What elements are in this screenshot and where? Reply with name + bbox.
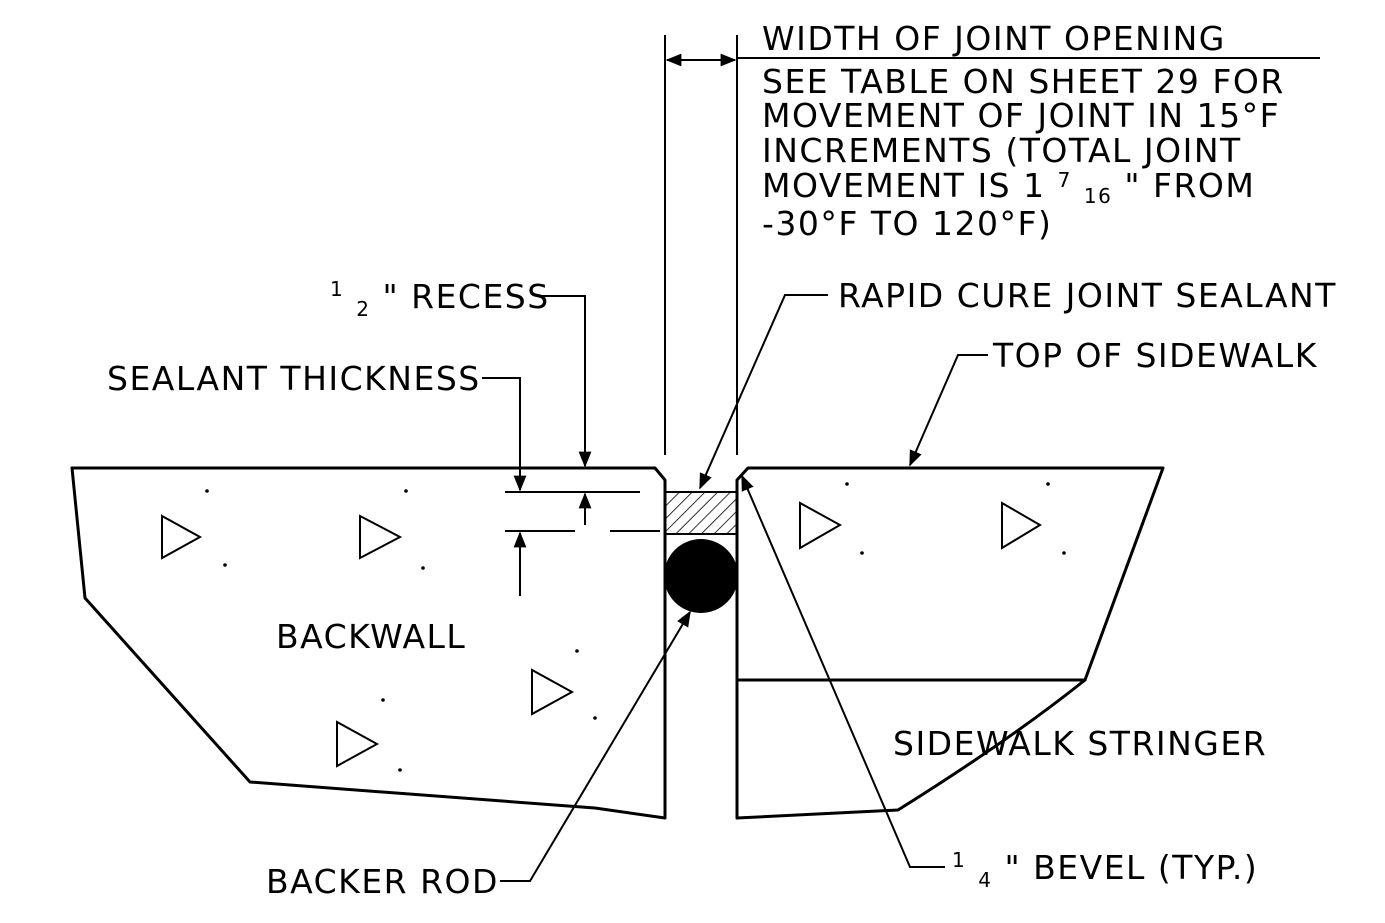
recess-label: 1 2 " RECESS	[330, 265, 550, 324]
table-note-line-4-prefix: MOVEMENT IS 1	[762, 166, 1046, 205]
recess-frac-num: 1	[330, 277, 344, 301]
backer-rod	[664, 539, 738, 613]
bevel-leader	[741, 474, 945, 868]
sidewalk-stringer-label: SIDEWALK STRINGER	[893, 724, 1267, 763]
backer-rod-leader	[500, 610, 691, 882]
table-note-line-1: SEE TABLE ON SHEET 29 FOR	[762, 62, 1285, 101]
table-note-line-5: -30°F TO 120°F)	[762, 204, 1052, 243]
table-note-line-4-suffix: " FROM	[1124, 166, 1255, 205]
bevel-frac-den: 4	[978, 868, 992, 892]
table-note-line-4: MOVEMENT IS 1 7 16 " FROM	[762, 156, 1255, 211]
table-note-line-4-frac-num: 7	[1058, 168, 1072, 192]
joint-sealant	[664, 491, 738, 535]
joint-width-label: WIDTH OF JOINT OPENING	[762, 19, 1226, 58]
sidewalk-outline	[735, 466, 1165, 820]
table-note-line-3: INCREMENTS (TOTAL JOINT	[762, 131, 1242, 170]
bevel-label: 1 4 " BEVEL (TYP.)	[952, 836, 1258, 895]
recess-suffix: " RECESS	[382, 277, 549, 316]
rapid-cure-leader	[699, 294, 828, 490]
bevel-frac-num: 1	[952, 848, 966, 872]
sealant-thickness-leader	[482, 377, 527, 492]
table-note-line-4-frac-den: 16	[1084, 184, 1112, 208]
backer-rod-label: BACKER ROD	[266, 862, 499, 901]
backwall-label: BACKWALL	[276, 617, 466, 656]
bevel-suffix: " BEVEL (TYP.)	[1004, 848, 1258, 887]
top-of-sidewalk-label: TOP OF SIDEWALK	[992, 336, 1318, 375]
recess-leader	[538, 295, 592, 468]
recess-frac-den: 2	[356, 297, 370, 321]
rapid-cure-label: RAPID CURE JOINT SEALANT	[838, 276, 1337, 315]
aggregate-symbols	[161, 482, 1066, 772]
top-of-sidewalk-leader	[909, 354, 988, 467]
backwall-outline	[70, 466, 667, 820]
sealant-thickness-label: SEALANT THICKNESS	[107, 359, 481, 398]
table-note-line-2: MOVEMENT OF JOINT IN 15°F	[762, 96, 1280, 135]
